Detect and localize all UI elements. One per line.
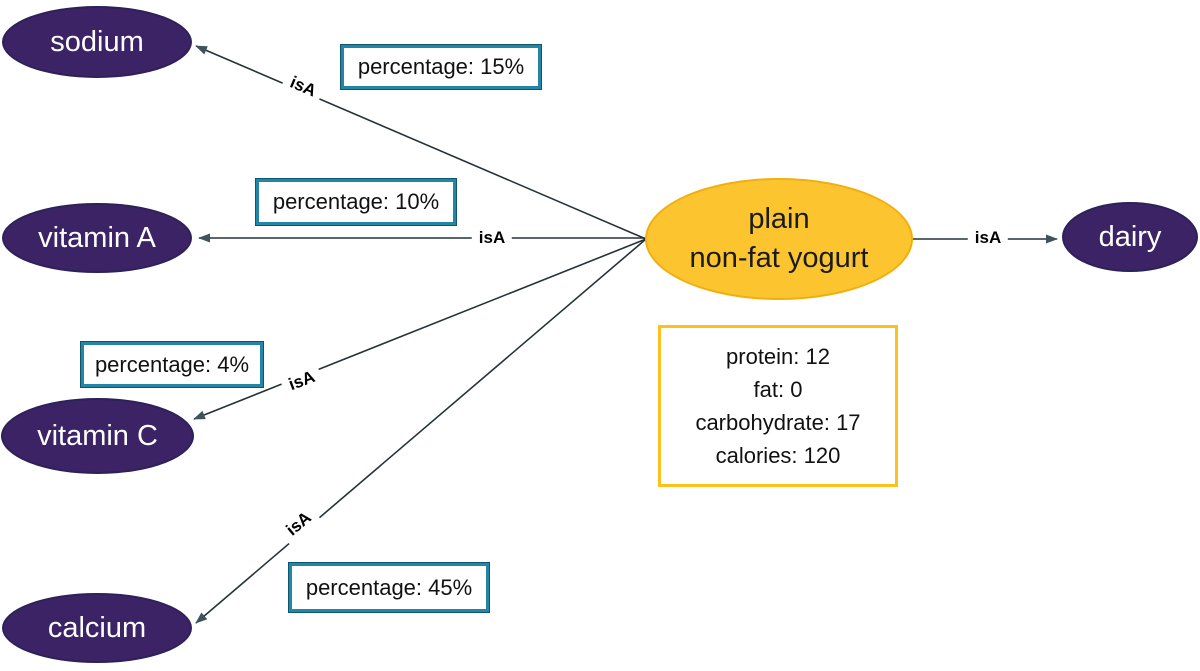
node-vitamin-a: vitamin A <box>2 203 192 273</box>
percentage-box-vitamin-a-text: percentage: 10% <box>272 189 440 214</box>
attribute-protein: protein: 12 <box>726 344 830 369</box>
edge-sodium-line <box>195 45 647 240</box>
edge-vitamin-c-line <box>193 238 647 420</box>
percentage-box-sodium-text: percentage: 15% <box>357 54 525 79</box>
percentage-box-calcium-text: percentage: 45% <box>305 574 473 600</box>
edge-dairy-label: isA <box>967 227 1009 249</box>
percentage-box-vitamin-c: percentage: 4% <box>80 341 264 388</box>
node-dairy-label: dairy <box>1098 220 1162 253</box>
node-sodium: sodium <box>2 6 192 78</box>
edge-vitamin-a-label: isA <box>471 227 513 249</box>
attribute-fat: fat: 0 <box>753 377 803 402</box>
node-calcium-label: calcium <box>47 611 147 644</box>
attribute-calories: calories: 120 <box>715 443 841 468</box>
percentage-box-sodium: percentage: 15% <box>340 44 542 90</box>
node-vitamin-a-label: vitamin A <box>38 221 156 254</box>
percentage-box-vitamin-c-text: percentage: 4% <box>94 351 250 377</box>
attribute-carbohydrate: carbohydrate: 17 <box>695 410 861 435</box>
node-dairy: dairy <box>1062 202 1198 272</box>
node-vitamin-c: vitamin C <box>1 398 194 474</box>
percentage-box-calcium: percentage: 45% <box>288 562 490 613</box>
node-plain-non-fat-yogurt: plain non-fat yogurt <box>645 178 913 300</box>
edge-calcium-line <box>195 238 647 624</box>
node-plain-non-fat-yogurt-label: plain non-fat yogurt <box>689 202 869 274</box>
node-sodium-label: sodium <box>50 25 144 58</box>
attributes-box: protein: 12 fat: 0 carbohydrate: 17 calo… <box>658 325 898 487</box>
node-vitamin-c-label: vitamin C <box>37 419 158 452</box>
node-calcium: calcium <box>2 593 192 663</box>
percentage-box-vitamin-a: percentage: 10% <box>255 178 457 226</box>
